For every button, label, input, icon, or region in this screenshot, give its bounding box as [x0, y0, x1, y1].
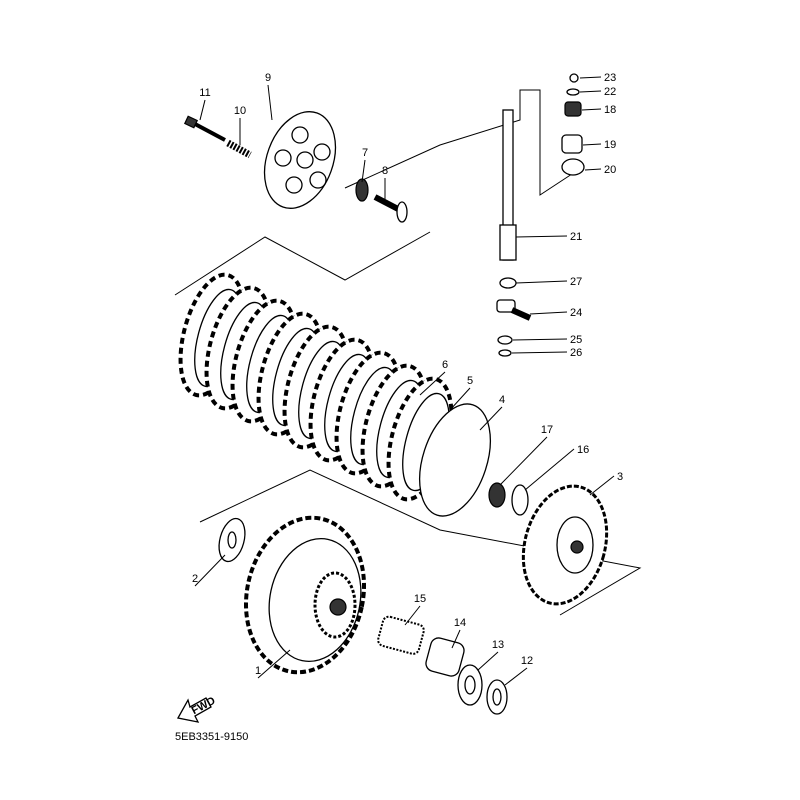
leader-line-11	[199, 99, 206, 121]
part-12-washer	[486, 679, 508, 715]
callout-5: 5	[467, 375, 473, 387]
callout-26: 26	[570, 347, 582, 359]
part-20-oil-seal	[561, 158, 585, 176]
part-9-pressure-plate	[263, 111, 337, 209]
callout-1: 1	[255, 665, 261, 677]
leader-line-16	[524, 448, 575, 491]
part-11-bolt	[183, 115, 226, 142]
callout-2: 2	[192, 573, 198, 585]
part-13-thrust-washer	[457, 664, 483, 706]
part-8-push-rod	[373, 194, 408, 223]
part-2-thrust-plate	[218, 517, 246, 563]
part-19-bearing	[561, 134, 583, 154]
callout-13: 13	[492, 639, 504, 651]
leader-line-22	[579, 90, 602, 93]
leader-line-15	[404, 605, 421, 626]
leader-line-26	[511, 351, 568, 354]
callout-16: 16	[577, 444, 589, 456]
leader-line-2	[194, 554, 226, 587]
callout-19: 19	[604, 139, 616, 151]
part-4-cushion-spring	[419, 403, 491, 517]
leader-line-7	[361, 159, 366, 183]
part-17-nut	[488, 482, 506, 508]
callout-8: 8	[382, 165, 388, 177]
part-27-spring	[499, 277, 517, 289]
part-1-primary-driven-gear	[243, 515, 367, 675]
callout-14: 14	[454, 617, 466, 629]
part-21-push-lever-shaft	[499, 109, 517, 261]
callout-22: 22	[604, 86, 616, 98]
callout-27: 27	[570, 276, 582, 288]
leader-line-9	[267, 84, 273, 121]
callout-4: 4	[499, 394, 505, 406]
part-3-clutch-boss	[521, 484, 609, 606]
group-outline-hub	[199, 469, 642, 616]
part-23-circlip	[569, 73, 579, 83]
part-14-spacer	[425, 637, 465, 677]
callout-12: 12	[521, 655, 533, 667]
part-10-spring	[226, 139, 252, 159]
leader-line-18	[581, 108, 602, 111]
catalog-code: 5EB3351-9150	[175, 731, 248, 743]
leader-line-19	[582, 143, 602, 146]
leader-line-20	[584, 168, 602, 171]
leader-line-27	[515, 280, 568, 284]
callout-18: 18	[604, 104, 616, 116]
group-outline-plates	[174, 231, 431, 296]
leader-line-24	[529, 311, 568, 315]
leader-line-25	[512, 338, 568, 341]
part-16-lock-washer	[511, 484, 529, 516]
leader-line-14	[451, 629, 461, 649]
callout-10: 10	[234, 105, 246, 117]
leader-line-6	[419, 371, 446, 396]
part-15-needle-bearing	[377, 615, 425, 655]
part-7-bearing	[355, 178, 369, 202]
callout-9: 9	[265, 72, 271, 84]
group-outline-pushrod	[344, 89, 576, 196]
callout-21: 21	[570, 231, 582, 243]
callout-6: 6	[442, 359, 448, 371]
part-18-bearing	[564, 101, 582, 117]
callout-23: 23	[604, 72, 616, 84]
fwd-label: FWD	[190, 695, 218, 717]
part-25-washer	[497, 335, 513, 345]
part-22-washer	[566, 88, 580, 96]
leader-line-21	[515, 235, 568, 238]
callout-11: 11	[199, 87, 210, 99]
callout-17: 17	[541, 424, 553, 436]
leader-line-13	[477, 651, 499, 671]
callout-15: 15	[414, 593, 426, 605]
leader-line-23	[579, 76, 602, 79]
callout-3: 3	[617, 471, 623, 483]
leader-line-17	[499, 436, 548, 486]
leader-line-12	[504, 667, 528, 686]
callout-24: 24	[570, 307, 582, 319]
leader-line-1	[257, 649, 291, 679]
leader-line-3	[589, 475, 615, 496]
part-26-washer	[498, 349, 512, 357]
callout-25: 25	[570, 334, 582, 346]
leader-line-5	[449, 387, 471, 411]
leader-line-4	[479, 406, 503, 431]
callout-20: 20	[604, 164, 616, 176]
callout-7: 7	[362, 147, 368, 159]
fwd-arrow-icon: FWD	[176, 695, 218, 723]
part-24-push-lever	[496, 299, 532, 321]
